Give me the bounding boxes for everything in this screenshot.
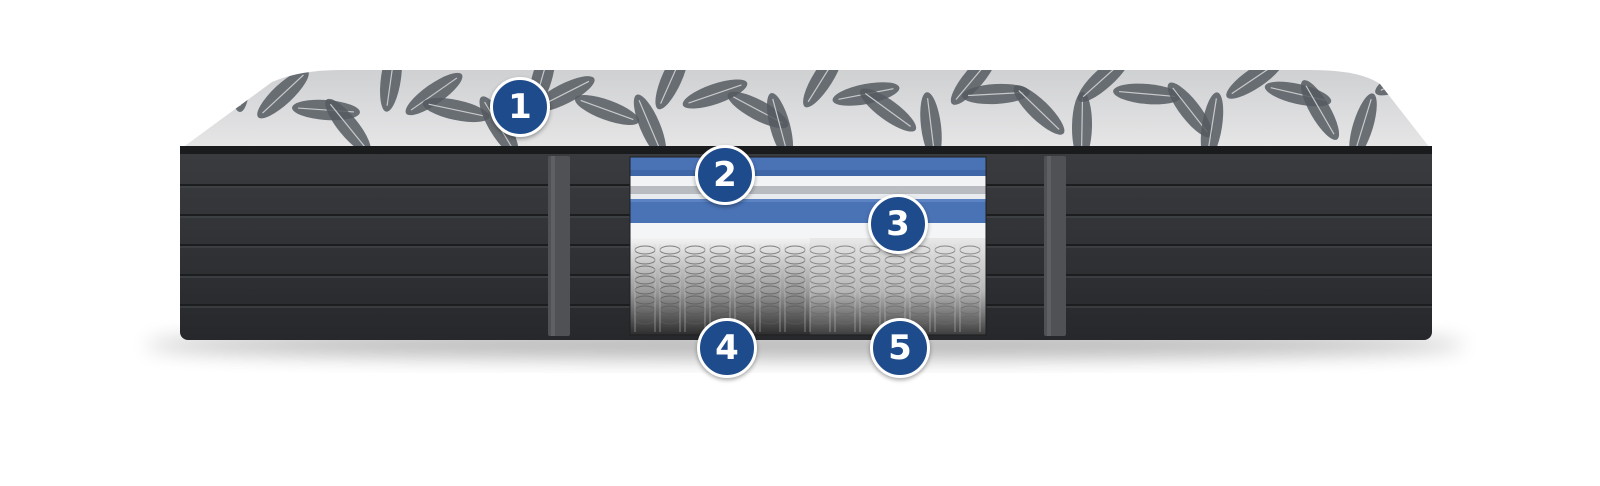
layer-grey bbox=[630, 186, 986, 194]
cover-leaf-pattern bbox=[1396, 78, 1430, 110]
layer-bottom-white bbox=[630, 223, 986, 238]
callout-marker-1[interactable]: 1 bbox=[490, 77, 550, 137]
cutaway-layers bbox=[630, 157, 986, 335]
mattress-top bbox=[182, 70, 1430, 148]
cover-leaf-pattern bbox=[230, 70, 250, 112]
callout-marker-5[interactable]: 5 bbox=[870, 318, 930, 378]
layer-mid-blue bbox=[630, 199, 986, 223]
callout-marker-2[interactable]: 2 bbox=[695, 145, 755, 205]
callout-marker-3[interactable]: 3 bbox=[868, 194, 928, 254]
callout-marker-4[interactable]: 4 bbox=[697, 318, 757, 378]
layer-white bbox=[630, 176, 986, 186]
cover-leaf-pattern bbox=[1375, 70, 1430, 96]
